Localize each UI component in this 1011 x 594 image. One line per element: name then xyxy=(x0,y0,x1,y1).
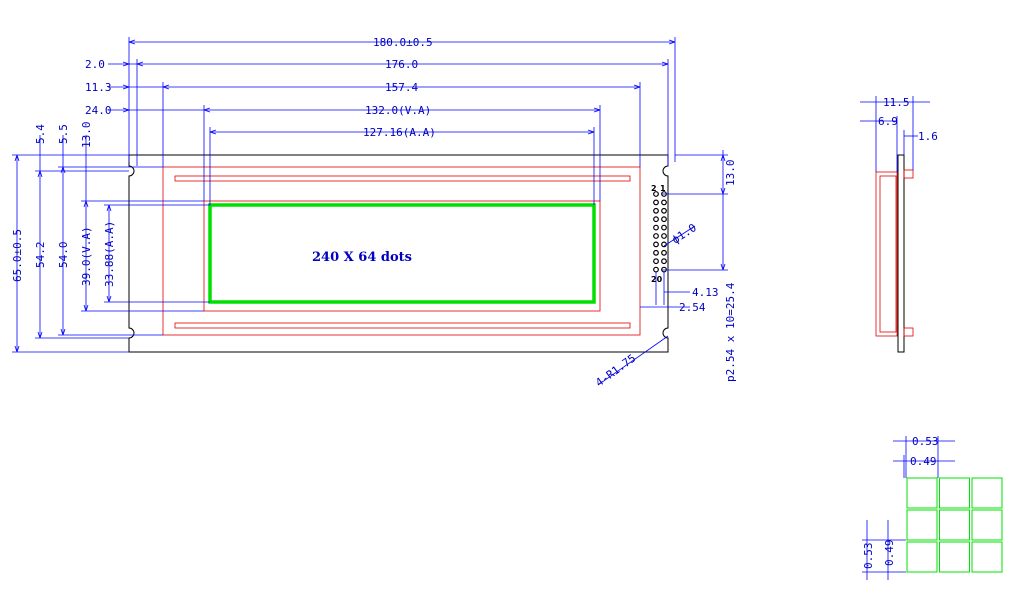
connector-pin xyxy=(653,241,659,248)
connector-pin xyxy=(653,199,659,206)
dim-hole-diameter: ϕ1.0 xyxy=(670,221,699,246)
side-panel-inner xyxy=(879,175,897,333)
dim-aa-width: 127.16(A.A) xyxy=(363,126,436,139)
pixel-dot xyxy=(971,509,1003,541)
pixel-dot xyxy=(906,541,938,573)
dim-offset-bezel: 11.3 xyxy=(85,81,112,94)
resolution-label: 240 X 64 dots xyxy=(312,250,412,265)
side-pin-top xyxy=(903,169,914,179)
pin-label-1: 1 xyxy=(660,184,666,193)
dim-pixel-pitch-h: 0.53 xyxy=(912,435,939,448)
dim-connector-top: 13.0 xyxy=(724,160,737,187)
dim-pin-pitch: 2.54 xyxy=(679,301,706,314)
connector-pin xyxy=(653,191,659,197)
dim-pin-offset: 4.13 xyxy=(692,286,719,299)
dim-va-height: 39.0(V.A) xyxy=(80,226,93,286)
dim-bezel-height: 54.0 xyxy=(57,242,70,269)
connector-pin xyxy=(653,266,659,273)
side-pcb xyxy=(897,154,905,353)
pixel-dot xyxy=(906,477,938,509)
active-area xyxy=(208,203,596,304)
pixel-dot xyxy=(971,477,1003,509)
top-dimensions: 180.0±0.5 176.0 157.4 132.0(V.A) 127.16(… xyxy=(85,36,676,205)
dim-corner-radius: 4-R1.75 xyxy=(593,352,638,390)
dim-offset-hole-v: 5.4 xyxy=(34,124,47,144)
bezel-rail-bottom xyxy=(174,322,631,329)
side-view: 11.5 6.9 1.6 xyxy=(860,96,938,353)
pin-label-20: 20 xyxy=(651,275,663,284)
dim-offset-va-v: 13.0 xyxy=(80,122,93,149)
bezel-rail-top xyxy=(174,175,631,182)
dim-hole-pitch-width: 176.0 xyxy=(385,58,418,71)
dim-pixel-dot-h: 0.49 xyxy=(910,455,937,468)
connector-pin xyxy=(661,249,667,256)
dim-bezel-width: 157.4 xyxy=(385,81,418,94)
left-dimensions: 65.0±0.5 54.2 54.0 39.0(V.A) 33.88(A.A) … xyxy=(11,122,210,353)
dim-offset-bezel-v: 5.5 xyxy=(57,124,70,144)
dim-va-width: 132.0(V.A) xyxy=(365,104,431,117)
connector-pin xyxy=(661,241,667,248)
viewing-area xyxy=(203,200,601,312)
connector-pins xyxy=(653,191,667,273)
pcb-outline xyxy=(128,154,669,353)
pixel-dot xyxy=(971,541,1003,573)
connector-pin xyxy=(661,207,667,214)
connector-pin xyxy=(661,224,667,231)
pixel-detail: 0.53 0.49 0.53 0.49 xyxy=(862,435,1003,580)
dim-pixel-dot-v: 0.49 xyxy=(883,540,896,567)
bezel-outline xyxy=(162,166,641,336)
connector-pin xyxy=(653,216,659,223)
dim-side-pcb: 1.6 xyxy=(918,130,938,143)
connector-pin xyxy=(661,258,667,265)
connector-pin xyxy=(653,233,659,239)
side-pin-bottom xyxy=(903,327,914,337)
connector-pin xyxy=(661,216,667,223)
dim-pixel-pitch-v: 0.53 xyxy=(862,543,875,570)
dim-overall-width: 180.0±0.5 xyxy=(373,36,433,49)
pixel-grid xyxy=(906,477,1003,573)
pixel-dot xyxy=(939,541,970,573)
dim-pitch-total: p2.54 x 10=25.4 xyxy=(724,282,737,382)
connector-pin xyxy=(653,258,659,265)
connector-pin xyxy=(653,224,659,231)
dim-overall-height: 65.0±0.5 xyxy=(11,229,24,282)
pixel-dot xyxy=(939,477,970,509)
connector-pin xyxy=(661,233,667,239)
dim-offset-hole: 2.0 xyxy=(85,58,105,71)
pixel-dot xyxy=(906,509,938,541)
connector-pin xyxy=(653,249,659,256)
pixel-dot xyxy=(939,509,970,541)
front-view: 240 X 64 dots 2 1 20 xyxy=(128,154,669,353)
dim-hole-pitch-height: 54.2 xyxy=(34,242,47,269)
connector-pin xyxy=(661,199,667,206)
connector-pin xyxy=(653,207,659,214)
dim-aa-height: 33.88(A.A) xyxy=(103,221,116,287)
pin-label-2: 2 xyxy=(651,184,657,193)
side-panel xyxy=(875,171,898,337)
dim-side-depth: 11.5 xyxy=(883,96,910,109)
dim-side-panel: 6.9 xyxy=(878,115,898,128)
dim-offset-va: 24.0 xyxy=(85,104,112,117)
